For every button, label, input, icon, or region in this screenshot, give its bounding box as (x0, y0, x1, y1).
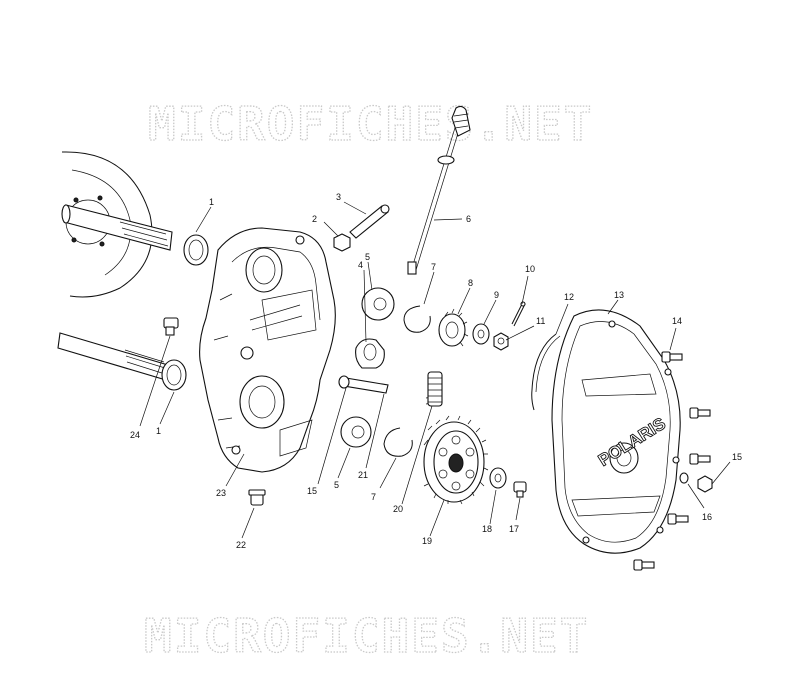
callout-13: 13 (614, 290, 624, 300)
callout-10: 10 (525, 264, 535, 274)
callout-labels: 1 1 2 3 4 5 5 6 7 7 8 9 10 11 12 13 14 1… (130, 192, 742, 550)
callout-5-lower: 5 (334, 480, 339, 490)
callout-4: 4 (358, 260, 363, 270)
cover-bolts-14 (633, 351, 711, 571)
bolt-24 (163, 317, 179, 336)
chaincase-housing (199, 227, 336, 473)
callout-18: 18 (482, 524, 492, 534)
washer-9 (472, 323, 490, 345)
callout-15-cover: 15 (732, 452, 742, 462)
washer-18 (489, 467, 507, 489)
callout-21: 21 (358, 470, 368, 480)
chain-20 (425, 371, 443, 407)
washer-16 (679, 472, 689, 484)
bearing-5-upper (361, 287, 395, 321)
pin-3 (349, 204, 390, 239)
tensioner-4 (355, 338, 385, 369)
callout-7-lower: 7 (371, 492, 376, 502)
callout-3: 3 (336, 192, 341, 202)
callout-11: 11 (536, 316, 545, 326)
nut-2 (333, 233, 351, 252)
dipstick-6 (407, 105, 471, 275)
shaft-21 (338, 375, 389, 394)
callout-6: 6 (466, 214, 471, 224)
callout-12: 12 (564, 292, 574, 302)
chaincase-cover-13: POLARIS (551, 309, 681, 554)
callout-24: 24 (130, 430, 140, 440)
sprocket-8 (438, 308, 469, 347)
seal-lower (161, 359, 187, 391)
callout-5-upper: 5 (365, 252, 370, 262)
callout-20: 20 (393, 504, 403, 514)
leader-lines (139, 201, 731, 539)
callout-14: 14 (672, 316, 682, 326)
callout-22: 22 (236, 540, 246, 550)
watermark-top: MICROFICHES.NET (148, 97, 593, 151)
snap-ring-7-upper (403, 305, 431, 333)
callout-7-upper: 7 (431, 262, 436, 272)
callout-15-housing: 15 (307, 486, 317, 496)
sprocket-19 (423, 415, 489, 505)
callout-19: 19 (422, 536, 432, 546)
callout-17: 17 (509, 524, 519, 534)
bearing-5-lower (340, 416, 372, 448)
seal-upper (183, 234, 209, 266)
callout-16: 16 (702, 512, 712, 522)
lower-shaft (57, 332, 172, 381)
callout-2: 2 (312, 214, 317, 224)
bolt-17 (513, 481, 527, 498)
cotter-pin-10 (511, 301, 526, 327)
callout-9: 9 (494, 290, 499, 300)
snap-ring-7-lower (383, 427, 413, 457)
nut-11 (493, 332, 509, 351)
watermark-bottom: MICROFICHES.NET (144, 609, 589, 663)
upper-shaft (61, 204, 173, 251)
callout-8: 8 (468, 278, 473, 288)
callout-23: 23 (216, 488, 226, 498)
bolt-15-cover (697, 475, 713, 493)
callout-1-upper: 1 (209, 197, 214, 207)
plug-22 (248, 489, 266, 506)
callout-1-lower: 1 (156, 426, 161, 436)
gasket-12 (531, 333, 561, 411)
